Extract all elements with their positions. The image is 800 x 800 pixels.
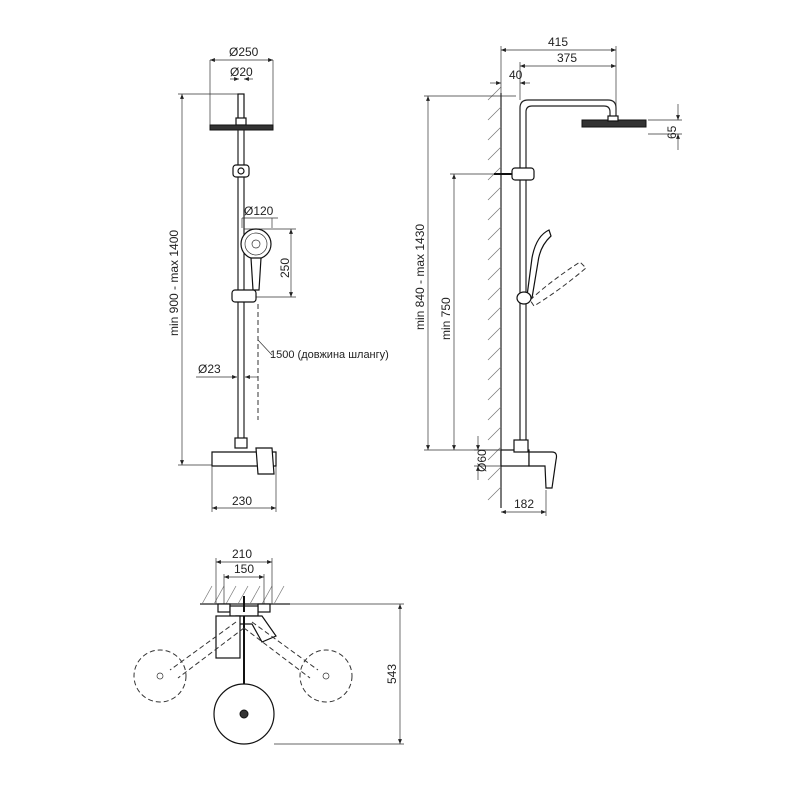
top-outer-width-label: 210	[232, 547, 252, 561]
side-height-range-label: min 840 - max 1430	[413, 224, 427, 330]
overhead-shower-head	[209, 124, 274, 131]
hand-shower-head	[240, 228, 272, 260]
inlet-spacing-label: 150	[234, 562, 254, 576]
inlet-diameter-label: Ø60	[475, 449, 489, 472]
wall-offset-label: 40	[509, 68, 523, 82]
side-view: 415 375 40 65 min 840 - max 1430	[413, 35, 682, 516]
side-hand-shower-swivel	[529, 261, 587, 307]
hose-length-label: 1500 (довжина шлангу)	[270, 349, 389, 361]
hand-shower-diameter-label: Ø120	[244, 204, 274, 218]
top-hand-shower-left-position	[133, 649, 187, 703]
top-eccentric-left	[217, 603, 231, 613]
bar-diameter-label: Ø23	[198, 362, 221, 376]
head-offset-label: 375	[557, 51, 577, 65]
mixer-lever	[255, 447, 275, 475]
front-view: Ø250 Ø20 min 900 - max 1400 250 Ø120	[167, 45, 389, 512]
side-wall-bracket	[511, 167, 535, 181]
hand-shower-holder	[231, 289, 257, 303]
side-wall-hatching	[487, 86, 502, 501]
head-diameter-label: Ø250	[229, 45, 259, 59]
front-height-range-label: min 900 - max 1400	[167, 230, 181, 336]
hand-shower-height-label: 250	[278, 258, 292, 278]
top-lever	[215, 615, 241, 659]
spout-projection-label: 182	[514, 497, 534, 511]
arm-diameter-label: Ø20	[230, 65, 253, 79]
mixer-width-label: 230	[232, 494, 252, 508]
side-hand-shower	[526, 229, 552, 299]
head-thickness-label: 65	[665, 125, 679, 139]
top-hand-shower-right-position	[299, 649, 353, 703]
min-height-label: min 750	[439, 297, 453, 340]
side-riser-arm	[519, 99, 617, 440]
projection-depth-label: 543	[385, 664, 399, 684]
top-view: 210 150 543	[133, 547, 404, 745]
top-eccentric-right	[257, 603, 271, 613]
side-spout-lever	[528, 451, 558, 489]
overall-reach-label: 415	[548, 35, 568, 49]
